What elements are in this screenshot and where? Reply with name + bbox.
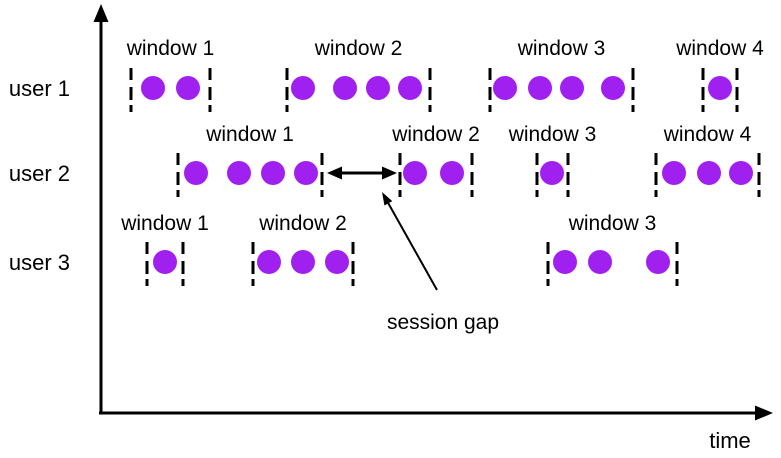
user-label: user 1: [9, 76, 70, 101]
event-dot: [440, 161, 464, 185]
event-dot: [588, 250, 612, 274]
event-dot: [540, 161, 564, 185]
event-dot: [601, 76, 625, 100]
event-dot: [662, 161, 686, 185]
session-window: window 1: [126, 37, 215, 112]
window-label: window 3: [517, 37, 606, 60]
event-dot: [153, 250, 177, 274]
window-label: window 4: [663, 123, 752, 146]
event-dot: [403, 161, 427, 185]
window-label: window 4: [675, 37, 764, 60]
session-gap-label: session gap: [387, 311, 499, 334]
event-dot: [729, 161, 753, 185]
session-window: window 3: [508, 123, 597, 197]
session-window: window 1: [120, 212, 209, 286]
event-dot: [184, 161, 208, 185]
event-dot: [553, 250, 577, 274]
event-dot: [646, 250, 670, 274]
event-dot: [294, 161, 318, 185]
session-window: window 1: [176, 123, 324, 197]
session-window: window 2: [391, 123, 480, 197]
double-arrow-right-head-icon: [382, 166, 397, 180]
user-row-2: user 2 window 1 window 2 window 3 window 4: [9, 123, 761, 197]
session-window: window 3: [488, 37, 635, 112]
event-dot: [291, 250, 315, 274]
user-label: user 2: [9, 161, 70, 186]
event-dot: [333, 76, 357, 100]
window-label: window 3: [568, 212, 657, 235]
x-axis-arrowhead-icon: [755, 405, 773, 421]
window-label: window 2: [314, 37, 403, 60]
session-gap-pointer-line: [386, 200, 438, 291]
session-window: window 4: [675, 37, 764, 112]
session-window: window 4: [654, 123, 761, 197]
window-label: window 3: [508, 123, 597, 146]
session-gap-annotation: session gap: [327, 166, 499, 334]
session-window: window 3: [546, 212, 679, 286]
user-row-3: user 3 window 1 window 2 window 3: [9, 212, 679, 286]
event-dot: [560, 76, 584, 100]
event-dot: [291, 76, 315, 100]
event-dot: [325, 250, 349, 274]
event-dot: [493, 76, 517, 100]
x-axis: time: [99, 405, 773, 453]
event-dot: [176, 76, 200, 100]
event-dot: [227, 161, 251, 185]
window-label: window 2: [258, 212, 347, 235]
double-arrow-left-head-icon: [327, 166, 342, 180]
window-label: window 1: [205, 123, 294, 146]
window-label: window 2: [391, 123, 480, 146]
time-axis-label: time: [709, 428, 751, 453]
event-dot: [708, 76, 732, 100]
session-window: window 2: [285, 37, 432, 112]
user-row-1: user 1 window 1 window 2 window 3 window 4: [9, 37, 764, 112]
session-window: window 2: [251, 212, 355, 286]
event-dot: [697, 161, 721, 185]
event-dot: [366, 76, 390, 100]
event-dot: [528, 76, 552, 100]
user-label: user 3: [9, 250, 70, 275]
event-dot: [257, 250, 281, 274]
y-axis: [93, 4, 109, 413]
event-dot: [141, 76, 165, 100]
event-dot: [261, 161, 285, 185]
event-dot: [398, 76, 422, 100]
window-label: window 1: [126, 37, 215, 60]
y-axis-arrowhead-icon: [93, 4, 109, 22]
window-label: window 1: [120, 212, 209, 235]
session-gap-pointer-head-icon: [382, 192, 393, 206]
